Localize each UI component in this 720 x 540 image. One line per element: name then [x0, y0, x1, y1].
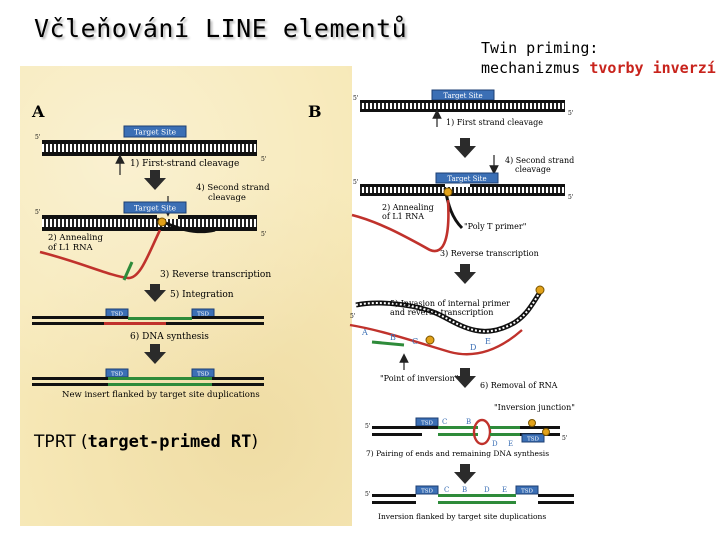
target-site-label: Target Site [134, 128, 177, 137]
letter-e: E [485, 337, 491, 346]
a-step6-label: 6) DNA synthesis [130, 331, 209, 342]
five-prime: 5' [261, 231, 267, 238]
letter-a: A [361, 328, 368, 337]
b-step5b-label: and reverse transcription [390, 308, 493, 317]
tsd-label: TSD [197, 312, 209, 318]
side-note-highlight: tvorby inverzí [589, 59, 716, 77]
caption-suffix: ) [251, 432, 259, 452]
five-prime: 5' [350, 313, 356, 320]
a-new-insert-label: New insert flanked by target site duplic… [62, 390, 260, 400]
a-step5-label: 5) Integration [170, 289, 234, 300]
a-duplex-1: Target Site 5' 5' [35, 125, 267, 163]
down-arrow-icon [144, 284, 166, 302]
b-step2-label: 2) Annealing [382, 203, 434, 212]
a-step4b-label: cleavage [208, 193, 246, 203]
tsd-label: TSD [421, 489, 433, 495]
five-prime: 5' [353, 179, 359, 186]
tsd-label: TSD [197, 372, 209, 378]
tprt-caption: TPRT (target-primed RT) [34, 432, 258, 452]
caption-prefix: TPRT ( [34, 432, 88, 452]
five-prime: 5' [568, 194, 574, 201]
side-note-line2: mechanizmus tvorby inverzí [481, 58, 716, 78]
five-prime: 5' [35, 209, 41, 216]
side-note: Twin priming: mechanizmus tvorby inverzí [481, 38, 716, 78]
b-point-inversion-label: "Point of inversion" [380, 374, 458, 383]
five-prime: 5' [261, 156, 267, 163]
b-step3-label: 3) Reverse transcription [440, 249, 539, 258]
tsd-label: TSD [111, 312, 123, 318]
letter-b: B [466, 418, 471, 426]
five-prime: 5' [353, 95, 359, 102]
down-arrow-icon [454, 264, 476, 284]
letter-c: C [442, 418, 447, 426]
letter-d: D [492, 440, 498, 448]
a-integration: TSD TSD [32, 308, 264, 325]
letter-b: B [390, 333, 396, 342]
down-arrow-icon [454, 368, 476, 388]
down-arrow-icon [144, 170, 166, 190]
target-site-label: Target Site [447, 175, 486, 183]
five-prime: 5' [568, 110, 574, 117]
target-site-label: Target Site [443, 92, 482, 100]
b-step5-label: 5) Invasion of internal primer [390, 299, 510, 308]
tsd-label: TSD [421, 421, 433, 427]
b-duplex-2: Target Site 5' 5' [353, 172, 574, 230]
down-arrow-icon [454, 138, 476, 158]
side-note-line1: Twin priming: [481, 39, 599, 57]
tsd-label: TSD [521, 489, 533, 495]
five-prime: 5' [562, 435, 568, 442]
b-pairing: TSD TSD C B D E 5' 5' [365, 417, 568, 448]
a-step2-label: 2) Annealing [48, 232, 104, 243]
side-note-prefix: mechanizmus [481, 59, 590, 77]
down-arrow-icon [144, 344, 166, 364]
a-step4-label: 4) Second strand [196, 182, 270, 193]
panel-b-label: B [308, 102, 322, 121]
down-arrow-icon [454, 464, 476, 484]
letter-e: E [502, 486, 507, 494]
letter-d: D [470, 343, 476, 352]
a-final-insert: TSD TSD [32, 368, 264, 386]
a-step3-label: 3) Reverse transcription [160, 269, 271, 280]
target-site-box [123, 125, 187, 138]
five-prime: 5' [365, 423, 371, 430]
slide-title: Včleňování LINE elementů [34, 14, 408, 43]
b-step2b-label: of L1 RNA [382, 212, 424, 221]
b-final-label: Inversion flanked by target site duplica… [378, 512, 546, 521]
b-final-inversion: TSD TSD C B D E 5' [365, 485, 574, 504]
a-step1-label: 1) First-strand cleavage [130, 158, 239, 169]
letter-b: B [462, 486, 467, 494]
letter-e: E [508, 440, 513, 448]
tsd-label: TSD [111, 372, 123, 378]
a-step2b-label: of L1 RNA [48, 243, 94, 253]
b-step1-label: 1) First strand cleavage [446, 118, 543, 127]
b-inversion-junction-label: "Inversion junction" [494, 403, 575, 412]
caption-bold: target-primed RT [87, 432, 252, 452]
letter-c: C [444, 486, 449, 494]
letter-d: D [484, 486, 490, 494]
b-step6-label: 6) Removal of RNA [480, 381, 558, 390]
b-duplex-1: Target Site 5' 5' [353, 89, 574, 117]
b-poly-t-label: "Poly T primer" [464, 222, 526, 231]
cdna-strand [122, 261, 134, 281]
l1-rna-strand [39, 229, 162, 280]
b-invasion: A B C D E 5' [349, 285, 545, 356]
tsd-label: TSD [527, 437, 539, 443]
l1-rna-strand [351, 199, 450, 253]
panel-a-label: A [31, 102, 45, 121]
a-duplex-2: Target Site 5' 5' [35, 201, 267, 238]
b-step7-label: 7) Pairing of ends and remaining DNA syn… [366, 449, 549, 458]
five-prime: 5' [35, 134, 41, 141]
b-step4-label: 4) Second strand [505, 156, 574, 165]
letter-c: C [412, 337, 418, 346]
b-step4b-label: cleavage [515, 165, 551, 174]
five-prime: 5' [365, 491, 371, 498]
target-site-label: Target Site [134, 204, 177, 213]
